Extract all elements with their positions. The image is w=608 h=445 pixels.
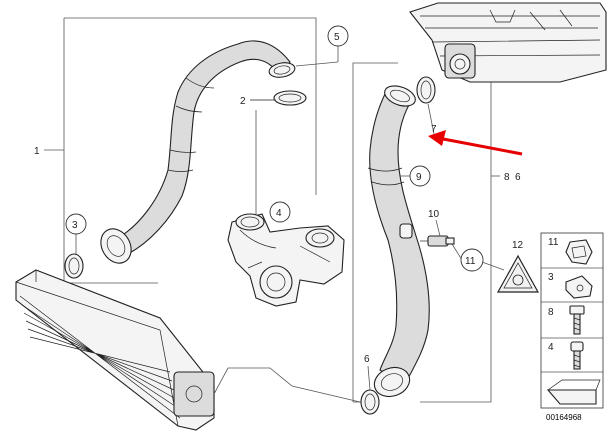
callout-6: 6 [364,354,370,365]
socket-bolt-icon [570,341,584,370]
legend-label-1: 3 [548,272,554,283]
clip-icon [565,239,593,265]
shim-plate-icon [546,379,601,405]
callout-12: 12 [512,240,524,251]
o-ring-6b [360,389,380,415]
o-ring-3 [64,253,84,279]
callout-1: 1 [34,146,40,157]
warning-label-12 [496,254,540,293]
reference-number: 00164968 [546,413,582,422]
callout-labels: 1 5 2 3 4 7 9 8 10 11 12 6 6 00164968 [34,25,582,422]
callout-7: 7 [431,124,437,135]
callout-5-circle [327,25,349,47]
highlight-arrow [428,130,523,156]
callout-5: 5 [334,32,340,43]
callout-8: 8 [504,172,510,183]
callout-4-circle [269,201,291,223]
clamp-nut-icon [565,275,593,299]
callout-4: 4 [276,208,282,219]
callout-9-circle [409,165,431,187]
charge-hose-6 [367,85,430,398]
legend-panel: 11 3 8 4 [540,232,604,409]
callout-leaders [44,46,505,403]
callout-10: 10 [428,209,440,220]
callout-2: 2 [240,96,246,107]
turbocharger [227,213,345,307]
intake-manifold [409,2,607,83]
legend-label-2: 8 [548,307,554,318]
callout-9: 9 [416,172,422,183]
pressure-sensor-10 [420,235,455,247]
callout-11: 11 [465,256,476,267]
legend-label-0: 11 [548,237,559,248]
charge-hose-1 [100,40,296,264]
legend-label-3: 4 [548,342,554,353]
o-ring-7 [416,76,436,104]
hex-bolt-icon [569,305,585,335]
left-assembly-frame [63,17,317,284]
intercooler [15,269,215,431]
gasket-ring-2 [250,90,307,106]
callout-6-frame: 6 [515,172,521,183]
callout-3: 3 [72,220,78,231]
callout-11-circle [460,248,484,272]
callout-3-circle [65,213,87,235]
